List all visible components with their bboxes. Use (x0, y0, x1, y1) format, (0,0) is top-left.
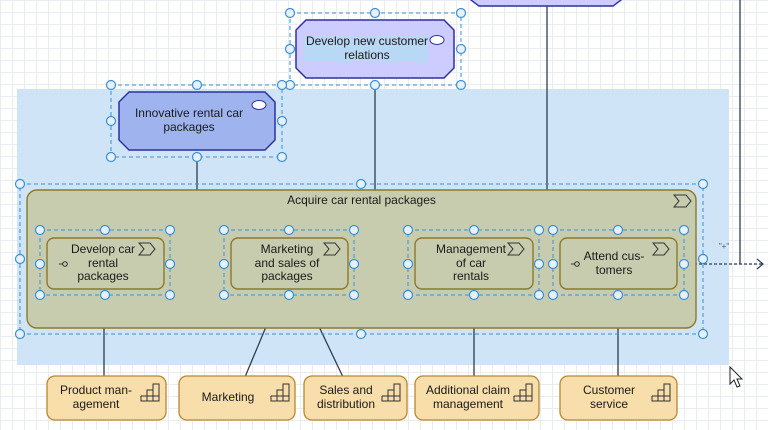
capability-parent[interactable] (26, 189, 697, 329)
selection-handles[interactable] (14, 7, 709, 340)
ellipse-icon (429, 35, 445, 45)
organization-icon (513, 383, 533, 402)
capability-management-rentals[interactable] (414, 237, 534, 290)
actor-customer-service[interactable] (559, 375, 678, 421)
chevron-arrow-icon (506, 242, 525, 256)
actors (46, 375, 678, 421)
capability-marketing-sales[interactable] (230, 237, 349, 290)
capability-develop-packages[interactable] (46, 237, 165, 290)
actor-sales-distribution[interactable] (303, 375, 408, 421)
organization-icon (651, 383, 671, 402)
chevron-arrow-icon (322, 242, 341, 256)
port-circle-icon (574, 261, 580, 267)
organization-icons (140, 383, 671, 402)
chevron-arrow-icon (672, 194, 692, 208)
dashed-arrow-head (756, 258, 764, 270)
port-circle-icon (62, 261, 68, 267)
port-markers (59, 261, 580, 267)
organization-icon (381, 383, 401, 402)
actor-product-management[interactable] (46, 375, 167, 421)
chevron-arrow-icon (137, 242, 156, 256)
organization-icon (270, 383, 290, 402)
goal-innovative-packages[interactable] (118, 91, 276, 151)
actor-additional-claim[interactable] (414, 375, 540, 421)
organization-icon (140, 383, 160, 402)
ellipse-icon (251, 100, 267, 110)
actor-marketing[interactable] (178, 375, 296, 421)
chevron-arrow-icon (651, 242, 670, 256)
goal-top-body[interactable] (470, 0, 622, 7)
capability-attend-customers[interactable] (559, 237, 678, 290)
mouse-pointer-icon (729, 365, 744, 388)
goal-text-highlight (304, 35, 428, 62)
